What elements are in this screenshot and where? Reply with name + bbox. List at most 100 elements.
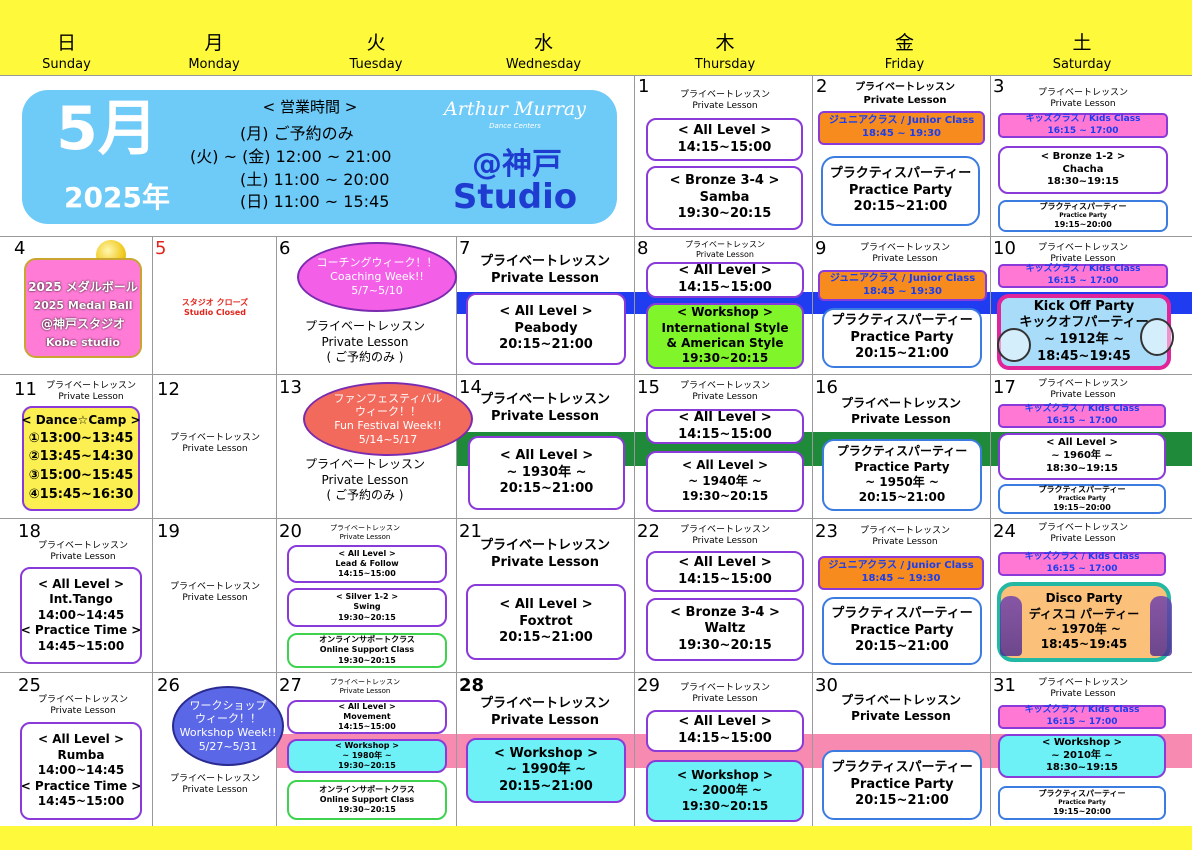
medal-ball-card[interactable] <box>24 258 142 358</box>
hours-line: (土) 11:00 ~ 20:00 <box>240 170 390 189</box>
event-card[interactable]: < All Level >14:15~15:00 <box>646 710 804 752</box>
date-number: 8 <box>637 238 649 259</box>
date-number: 29 <box>637 675 660 696</box>
hours-line: (火) ~ (金) 12:00 ~ 21:00 <box>190 147 392 166</box>
date-number: 23 <box>815 521 838 542</box>
date-number: 20 <box>279 521 302 542</box>
date-number: 21 <box>459 521 482 542</box>
date-number: 3 <box>993 76 1005 97</box>
date-number: 13 <box>279 377 302 398</box>
workshop-card[interactable]: < Workshop >International Style& America… <box>646 303 804 369</box>
date-number: 25 <box>18 675 41 696</box>
dancer-icon <box>1000 596 1022 656</box>
event-card[interactable]: < All Level >14:15~15:00 <box>646 551 804 592</box>
workshop-card[interactable]: < Workshop >~ 2010年 ~18:30~19:15 <box>998 734 1166 778</box>
workshop-card[interactable]: < Workshop >~ 1990年 ~20:15~21:00 <box>466 738 626 803</box>
workshop-card[interactable]: < Workshop >~ 2000年 ~19:30~20:15 <box>646 760 804 822</box>
date-number: 28 <box>459 675 485 696</box>
event-card[interactable]: < All Level >14:15~15:00 <box>646 409 804 444</box>
grid-line <box>152 236 153 826</box>
date-number: 5 <box>155 238 167 259</box>
event-card[interactable]: < All Level >~ 1960年 ~18:30~19:15 <box>998 433 1166 480</box>
date-number: 19 <box>157 521 180 542</box>
coaching-week-bubble: コーチングウィーク！！Coaching Week!!5/7~5/10 <box>297 242 457 312</box>
event-card[interactable]: < All Level >14:15~15:00 <box>646 118 803 161</box>
workshop-card[interactable]: < Workshop >~ 1980年 ~19:30~20:15 <box>287 739 447 773</box>
event-card[interactable]: < All Level >~ 1930年 ~20:15~21:00 <box>468 436 625 510</box>
event-card[interactable]: < All Level >~ 1940年 ~19:30~20:15 <box>646 451 804 512</box>
grid-line <box>634 76 635 826</box>
date-number: 22 <box>637 521 660 542</box>
date-number: 30 <box>815 675 838 696</box>
date-number: 24 <box>993 521 1016 542</box>
date-number: 15 <box>637 377 660 398</box>
date-number: 18 <box>18 521 41 542</box>
grid-line <box>0 374 1192 375</box>
studio-name: Studio <box>452 177 578 217</box>
workshop-week-bubble: ワークショップウィーク！！Workshop Week!!5/27~5/31 <box>172 686 284 766</box>
date-number: 27 <box>279 675 302 696</box>
studio-name: @神戸 <box>472 147 562 182</box>
hours-line: (日) 11:00 ~ 15:45 <box>240 192 390 211</box>
footer-strip <box>0 826 1192 850</box>
event-card[interactable]: < All Level >14:15~15:00 <box>646 262 804 298</box>
grid-line <box>0 672 1192 673</box>
date-number: 26 <box>157 675 180 696</box>
hours-title: < 営業時間 > <box>262 98 358 116</box>
date-number: 4 <box>14 238 26 259</box>
date-number: 2 <box>816 76 828 97</box>
grid-line <box>276 236 277 826</box>
